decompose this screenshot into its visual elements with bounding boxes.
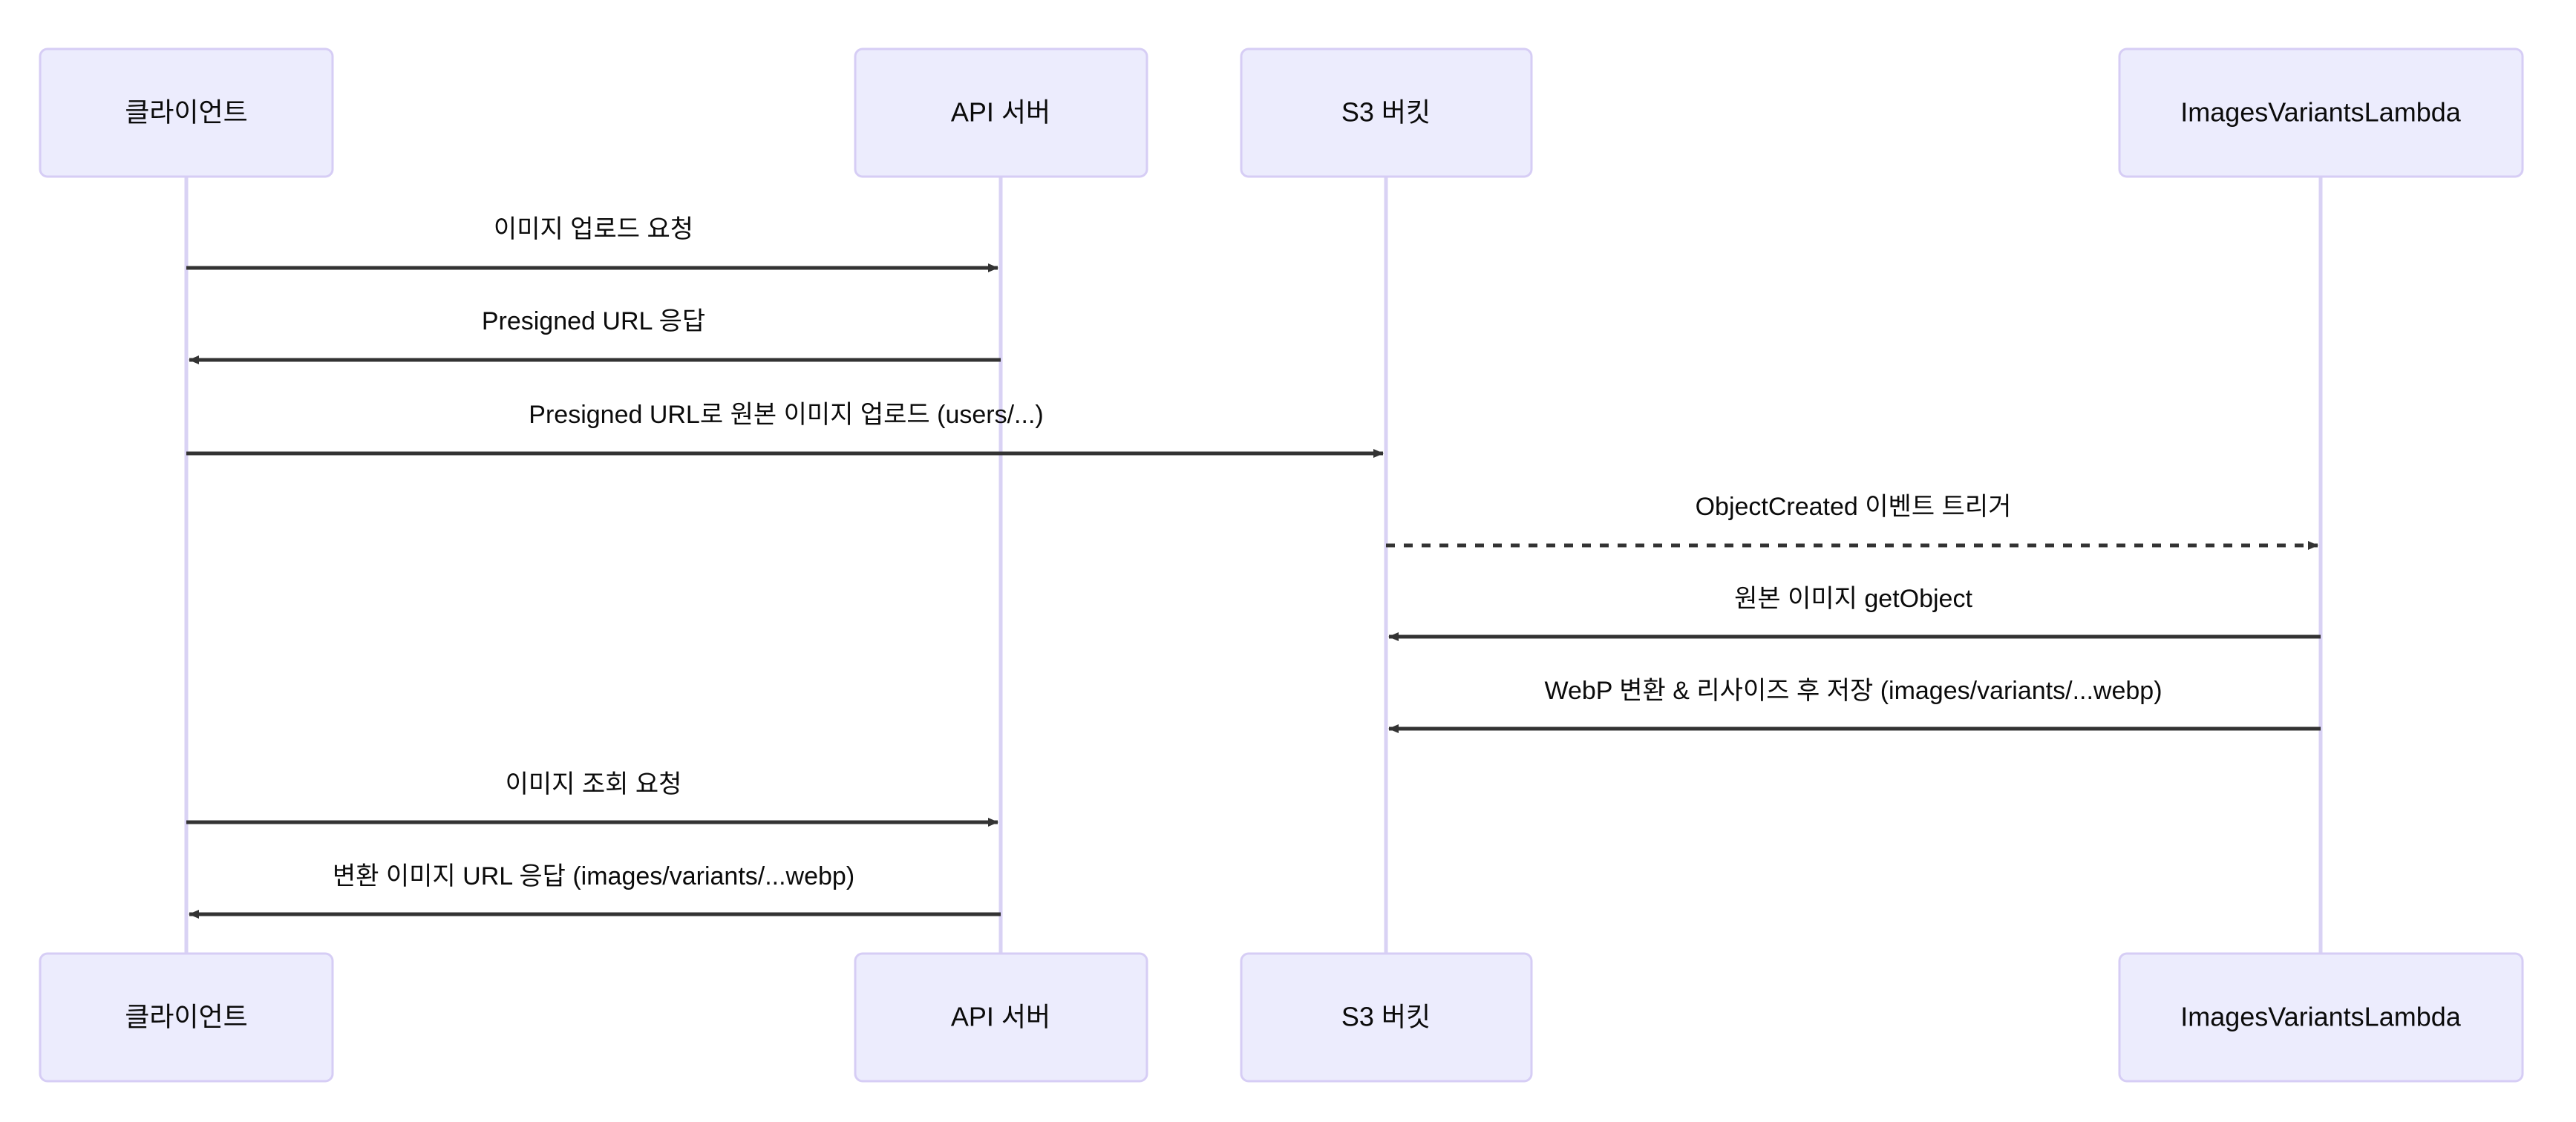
message-1-client-to-api[interactable]: 이미지 업로드 요청 <box>186 215 998 272</box>
actor-box-rect-lambda <box>2118 47 2524 178</box>
actor-box-rect-lambda <box>2118 952 2524 1083</box>
actor-box-rect-client <box>39 47 334 178</box>
message-5-lambda-to-s3[interactable]: 원본 이미지 getObject <box>1388 585 2321 641</box>
actor-box-top-s3[interactable]: S3 버킷 <box>1240 47 1533 178</box>
actor-label-lambda: ImagesVariantsLambda <box>2180 97 2462 128</box>
actor-box-bottom-lambda[interactable]: ImagesVariantsLambda <box>2118 952 2524 1083</box>
message-4-s3-to-lambda[interactable]: ObjectCreated 이벤트 트리거 <box>1386 493 2318 550</box>
lifelines-layer <box>184 177 2323 954</box>
message-3-client-to-s3[interactable]: Presigned URL로 원본 이미지 업로드 (users/...) <box>186 401 1384 458</box>
top-actor-boxes-layer: 클라이언트 API 서버 S3 버킷 ImagesVariantsLambda <box>39 47 2524 178</box>
actor-box-rect-api <box>854 952 1148 1083</box>
actor-box-rect-s3 <box>1240 952 1533 1083</box>
message-6-lambda-to-s3[interactable]: WebP 변환 & 리사이즈 후 저장 (images/variants/...… <box>1388 677 2321 733</box>
actor-label-lambda: ImagesVariantsLambda <box>2180 1002 2462 1032</box>
message-2-api-to-client[interactable]: Presigned URL 응답 <box>189 307 1001 364</box>
actor-label-api: API 서버 <box>951 1002 1050 1032</box>
bottom-actor-boxes-layer: 클라이언트 API 서버 S3 버킷 ImagesVariantsLambda <box>39 952 2524 1083</box>
messages-layer: 이미지 업로드 요청 Presigned URL 응답 Presigned URL로… <box>186 215 2321 919</box>
actor-box-bottom-client[interactable]: 클라이언트 <box>39 952 334 1083</box>
actor-box-top-api[interactable]: API 서버 <box>854 47 1148 178</box>
actor-box-bottom-api[interactable]: API 서버 <box>854 952 1148 1083</box>
message-label-7: 이미지 조회 요청 <box>506 770 682 798</box>
message-label-6: WebP 변환 & 리사이즈 후 저장 (images/variants/...… <box>1544 677 2162 705</box>
actor-label-s3: S3 버킷 <box>1341 97 1431 128</box>
actor-box-rect-api <box>854 47 1148 178</box>
actor-box-top-client[interactable]: 클라이언트 <box>39 47 334 178</box>
actor-box-rect-client <box>39 952 334 1083</box>
message-label-5: 원본 이미지 getObject <box>1734 585 1972 613</box>
message-8-api-to-client[interactable]: 변환 이미지 URL 응답 (images/variants/...webp) <box>189 862 1001 919</box>
actor-box-bottom-s3[interactable]: S3 버킷 <box>1240 952 1533 1083</box>
actor-label-client: 클라이언트 <box>125 97 248 128</box>
actor-label-s3: S3 버킷 <box>1341 1002 1431 1032</box>
actor-label-client: 클라이언트 <box>125 1002 248 1032</box>
message-7-client-to-api[interactable]: 이미지 조회 요청 <box>186 770 998 827</box>
actor-label-api: API 서버 <box>951 97 1050 128</box>
actor-box-top-lambda[interactable]: ImagesVariantsLambda <box>2118 47 2524 178</box>
message-label-2: Presigned URL 응답 <box>482 307 705 335</box>
actor-box-rect-s3 <box>1240 47 1533 178</box>
message-label-3: Presigned URL로 원본 이미지 업로드 (users/...) <box>529 401 1043 429</box>
message-label-4: ObjectCreated 이벤트 트리거 <box>1696 493 2012 521</box>
message-label-8: 변환 이미지 URL 응답 (images/variants/...webp) <box>333 862 854 890</box>
message-label-1: 이미지 업로드 요청 <box>494 215 693 243</box>
